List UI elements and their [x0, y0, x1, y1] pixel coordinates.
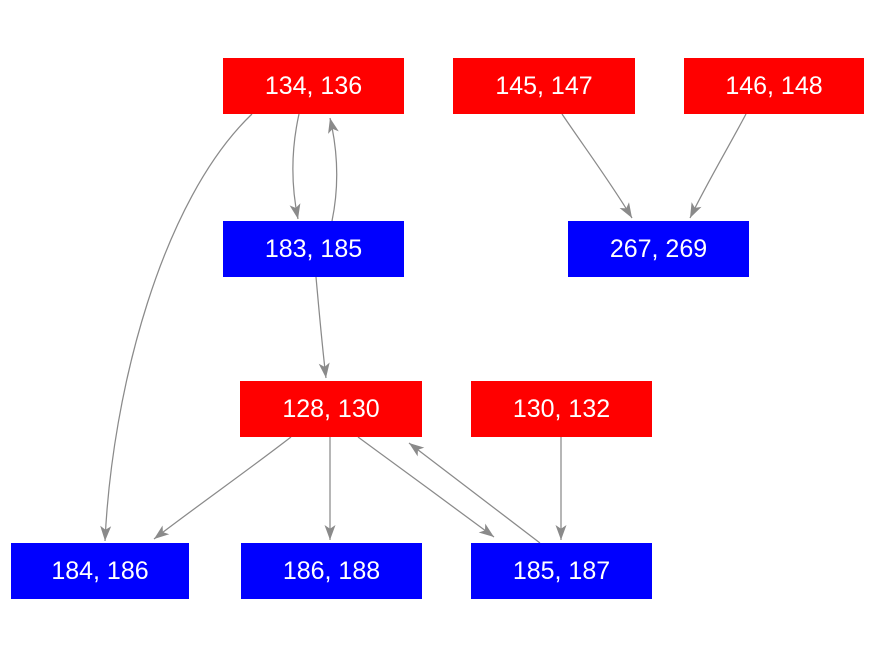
graph-node-145-147: 145, 147 [453, 58, 635, 114]
graph-node-130-132: 130, 132 [471, 381, 652, 437]
node-label: 183, 185 [264, 234, 363, 263]
edge-128-130-to-185-187 [357, 436, 495, 538]
node-label: 128, 130 [282, 394, 380, 423]
node-label: 186, 188 [282, 556, 381, 585]
node-label: 185, 187 [512, 556, 611, 585]
graph-node-128-130: 128, 130 [240, 381, 422, 437]
graph-node-183-185: 183, 185 [223, 221, 404, 277]
node-label: 146, 148 [725, 71, 823, 100]
graph-node-185-187: 185, 187 [471, 543, 652, 599]
edge-128-130-to-184-186 [153, 436, 292, 540]
graph-node-134-136: 134, 136 [223, 58, 404, 114]
node-label: 130, 132 [512, 394, 611, 423]
graph-node-184-186: 184, 186 [11, 543, 189, 599]
node-label: 184, 186 [51, 556, 149, 585]
edge-146-148-to-267-269 [689, 113, 747, 219]
edge-183-185-to-134-136 [328, 117, 339, 222]
edge-145-147-to-267-269 [561, 113, 633, 219]
edge-134-136-to-184-186 [100, 113, 253, 542]
node-label: 145, 147 [495, 71, 593, 100]
node-label: 267, 269 [609, 234, 708, 263]
graph-node-186-188: 186, 188 [241, 543, 422, 599]
edge-183-185-to-128-130 [315, 276, 330, 379]
edge-134-136-to-183-185 [289, 113, 301, 220]
graph-node-267-269: 267, 269 [568, 221, 749, 277]
edge-185-187-to-128-130 [408, 442, 541, 544]
graph-node-146-148: 146, 148 [684, 58, 864, 114]
node-label: 134, 136 [264, 71, 363, 100]
